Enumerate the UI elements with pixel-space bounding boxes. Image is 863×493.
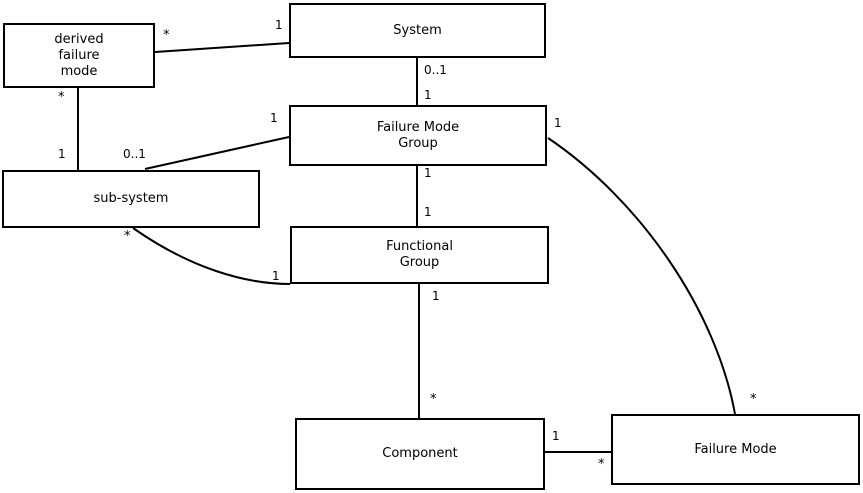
class-box-component[interactable]: Component (295, 418, 545, 490)
multiplicity-label-m-subsys-zeroone: 0..1 (123, 147, 146, 161)
multiplicity-label-m-failuremode-star: * (598, 457, 605, 472)
class-box-failure-mode[interactable]: Failure Mode (611, 414, 860, 485)
multiplicity-label-m-system-one: 1 (275, 18, 283, 32)
edge-sub-system--failure-mode-group (144, 136, 290, 170)
edge-failure-mode-group--failure-mode (547, 137, 736, 415)
multiplicity-label-m-fg-left-one: 1 (272, 269, 280, 283)
class-box-label: Failure Mode Group (376, 119, 460, 151)
multiplicity-label-m-fg-down-one: 1 (432, 289, 440, 303)
class-box-functional-group[interactable]: Functional Group (290, 226, 549, 284)
multiplicity-label-m-dfm-system-star: * (163, 28, 170, 43)
class-box-derived-failure-mode[interactable]: derived failure mode (3, 23, 155, 88)
class-box-label: Component (382, 446, 458, 461)
multiplicity-label-m-component-up-star: * (430, 392, 437, 407)
class-box-system[interactable]: System (289, 3, 546, 58)
class-box-label: derived failure mode (54, 31, 104, 79)
class-box-label: sub-system (93, 191, 169, 206)
class-box-failure-mode-group[interactable]: Failure Mode Group (289, 105, 547, 166)
multiplicity-label-m-dfm-down-star: * (58, 90, 65, 105)
multiplicity-label-m-component-one: 1 (552, 429, 560, 443)
multiplicity-label-m-system-down-zeroone: 0..1 (424, 63, 447, 77)
multiplicity-label-m-subsys-down-star: * (124, 229, 131, 244)
edge-derived-failure-mode--system (154, 42, 290, 53)
class-box-sub-system[interactable]: sub-system (2, 170, 260, 228)
edge-sub-system--functional-group (132, 227, 291, 285)
multiplicity-label-m-subsys-up-one: 1 (58, 147, 66, 161)
multiplicity-label-m-fmg-right-one: 1 (554, 116, 562, 130)
class-box-label: Functional Group (386, 239, 453, 270)
multiplicity-label-m-failuremode-up-star: * (750, 392, 757, 407)
class-box-label: System (393, 22, 442, 38)
multiplicity-label-m-fmg-up-one: 1 (424, 88, 432, 102)
class-box-label: Failure Mode (694, 441, 777, 457)
multiplicity-label-m-fmg-left-one: 1 (270, 111, 278, 125)
multiplicity-label-m-fg-up-one: 1 (424, 205, 432, 219)
multiplicity-label-m-fmg-down-one: 1 (424, 166, 432, 180)
